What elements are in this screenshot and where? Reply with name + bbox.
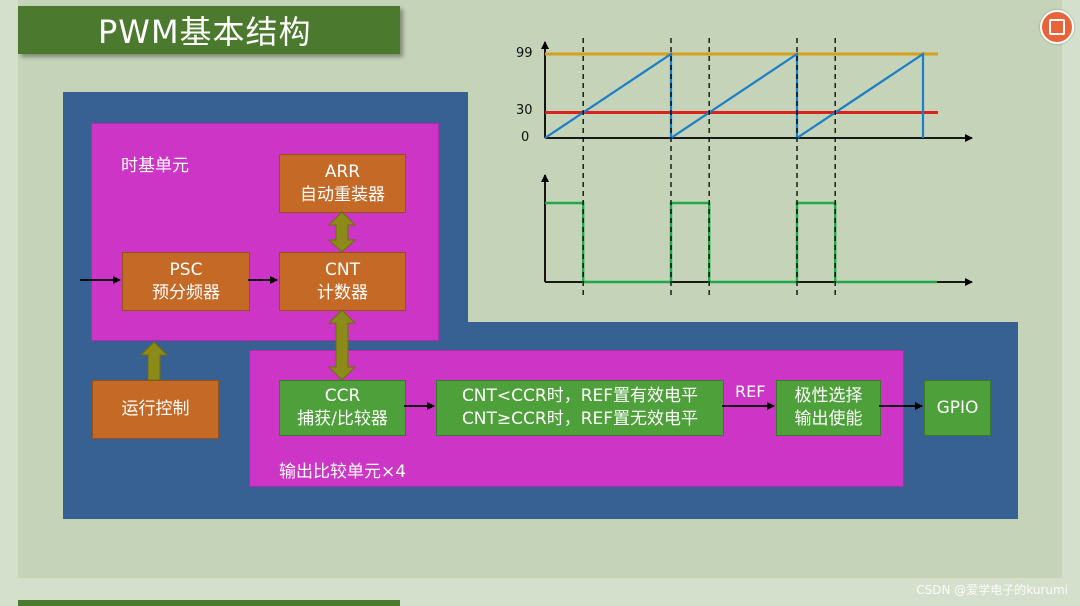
cnt-subtitle: 计数器 bbox=[317, 282, 368, 303]
ccr-block: CCR 捕获/比较器 bbox=[279, 380, 406, 436]
y-tick-30: 30 bbox=[516, 103, 533, 118]
psc-subtitle: 预分频器 bbox=[152, 282, 220, 303]
arr-cnt-double-arrow bbox=[327, 211, 357, 253]
psc-title: PSC bbox=[169, 259, 203, 280]
ccr-subtitle: 捕获/比较器 bbox=[297, 409, 388, 429]
counter-sawtooth bbox=[544, 51, 925, 141]
cnt-title: CNT bbox=[325, 259, 360, 280]
next-slide-strip bbox=[18, 600, 400, 606]
compare-rule-block: CNT<CCR时，REF置有效电平 CNT≥CCR时，REF置无效电平 bbox=[436, 380, 724, 436]
title-bar: PWM基本结构 bbox=[18, 6, 400, 54]
ref-label: REF bbox=[735, 382, 766, 401]
watermark: CSDN @爱学电子的kurumi bbox=[916, 583, 1068, 597]
page-title: PWM基本结构 bbox=[98, 13, 312, 51]
compare-rule-line1: CNT<CCR时，REF置有效电平 bbox=[461, 386, 699, 406]
polarity-block: 极性选择 输出使能 bbox=[776, 380, 881, 436]
output-compare-unit-label: 输出比较单元×4 bbox=[279, 462, 407, 482]
ccr-title: CCR bbox=[324, 386, 361, 406]
arr-subtitle: 自动重装器 bbox=[300, 184, 385, 205]
gpio-label: GPIO bbox=[936, 397, 979, 418]
pwm-waveform bbox=[545, 201, 937, 284]
polarity-subtitle: 输出使能 bbox=[794, 409, 863, 429]
compare-rule-line2: CNT≥CCR时，REF置无效电平 bbox=[461, 409, 699, 429]
y-tick-99: 99 bbox=[516, 46, 533, 61]
y-tick-0: 0 bbox=[521, 130, 530, 145]
polarity-title: 极性选择 bbox=[794, 386, 863, 406]
timebase-unit-label: 时基单元 bbox=[121, 156, 189, 176]
cnt-ccr-double-arrow bbox=[327, 309, 357, 381]
gpio-block: GPIO bbox=[924, 380, 991, 436]
run-control-up-arrow bbox=[139, 341, 169, 381]
psc-block: PSC 预分频器 bbox=[122, 252, 250, 311]
corner-share-icon[interactable] bbox=[1040, 10, 1074, 44]
cnt-block: CNT 计数器 bbox=[279, 252, 406, 311]
run-control-label: 运行控制 bbox=[121, 399, 190, 419]
run-control-block: 运行控制 bbox=[92, 380, 219, 439]
arr-title: ARR bbox=[324, 161, 361, 182]
arr-block: ARR 自动重装器 bbox=[279, 154, 406, 213]
